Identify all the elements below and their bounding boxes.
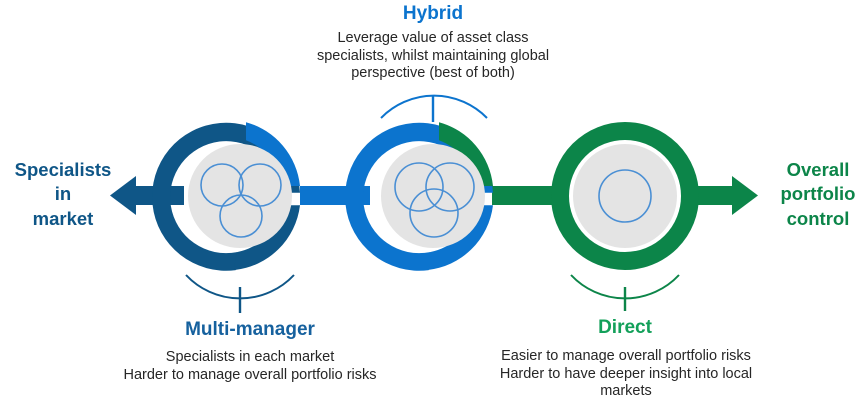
inner-disc [381, 144, 485, 248]
heading-multi-manager: Multi-manager [185, 319, 315, 340]
heading-direct: Direct [598, 317, 652, 338]
node-direct[interactable] [551, 122, 699, 311]
label-specialists-in-market: Specialists in market [14, 159, 112, 229]
callout-arc [380, 94, 488, 119]
ring-full-green [551, 122, 699, 270]
node-hybrid[interactable] [345, 94, 493, 271]
single-circle-icon [598, 169, 652, 223]
ring-arc-accent [246, 122, 300, 186]
description-multi-manager: Specialists in each market Harder to man… [123, 349, 377, 383]
description-hybrid: Leverage value of asset class specialist… [316, 30, 550, 82]
connector-hybrid-direct [492, 186, 562, 205]
label-overall-portfolio-control: Overall portfolio control [780, 159, 856, 229]
description-direct: Easier to manage overall portfolio risks… [499, 348, 753, 400]
three-circles-cluster-icon [200, 163, 282, 238]
node-multi-manager[interactable] [152, 122, 300, 313]
heading-hybrid: Hybrid [402, 3, 464, 24]
ring-arc-accent-green [439, 122, 493, 186]
venn-three-overlapping-circles-icon [394, 162, 475, 238]
inner-disc [573, 144, 677, 248]
